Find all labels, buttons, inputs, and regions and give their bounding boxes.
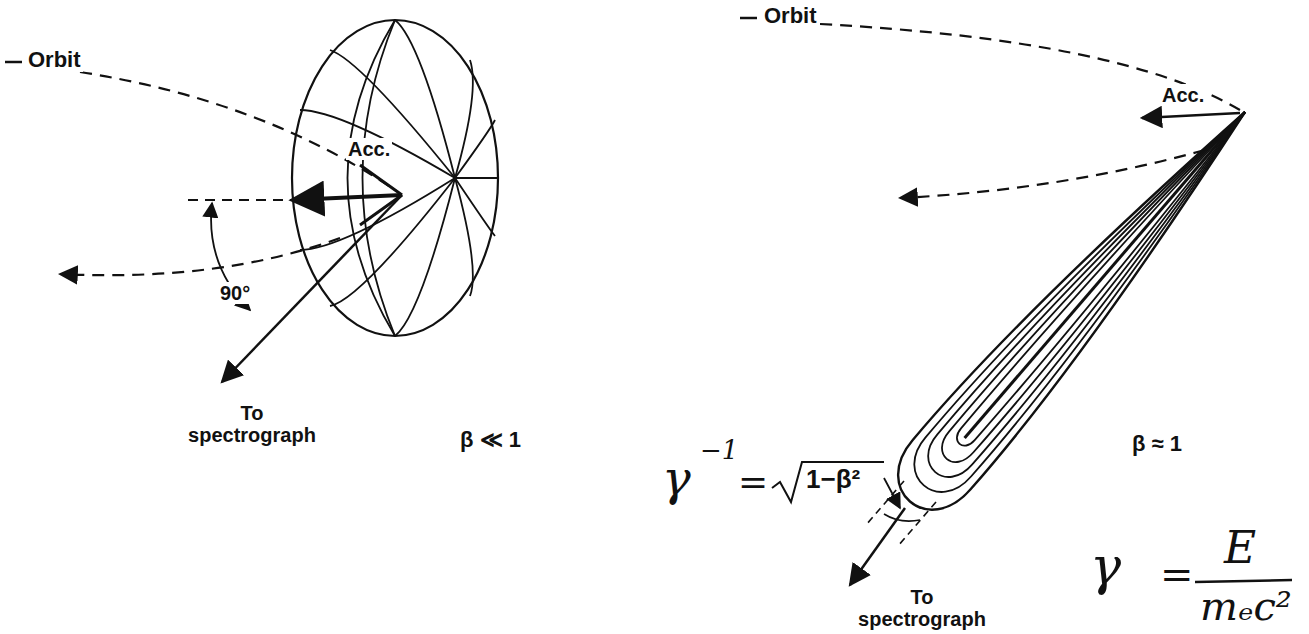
- output-label: To spectrograph: [850, 586, 994, 630]
- gamma-symbol: γ: [1088, 538, 1123, 595]
- acceleration-arrow: [1142, 113, 1240, 118]
- fraction-bar: [1195, 580, 1292, 582]
- radiation-lobe: [881, 87, 1274, 526]
- denominator: mₑc²: [1198, 584, 1294, 628]
- reference-line: [188, 199, 292, 201]
- emission-arrow: [850, 508, 905, 585]
- numerator: E: [1222, 524, 1258, 572]
- equals-sign: =: [1158, 552, 1196, 596]
- output-label: To spectrograph: [180, 402, 324, 446]
- leader-line: [884, 478, 900, 508]
- radicand: 1−β²: [804, 465, 862, 494]
- orbit-line: [80, 72, 392, 188]
- radical-sign: [772, 462, 884, 502]
- velocity-label: β ≈ 1: [1130, 432, 1184, 456]
- angle-label: 90°: [218, 282, 252, 304]
- orbit-dash: [5, 61, 22, 64]
- exponent: −1: [698, 436, 740, 465]
- orbit-dash: [740, 17, 757, 20]
- acceleration-arrow: [292, 195, 402, 200]
- acceleration-label: Acc.: [346, 138, 392, 160]
- acceleration-label: Acc.: [1160, 84, 1206, 106]
- orbit-label: Orbit: [762, 4, 819, 28]
- pattern-lines: [300, 20, 498, 336]
- velocity-label: β ≪ 1: [458, 428, 523, 452]
- orbit-label: Orbit: [26, 48, 83, 72]
- angle-arc: [884, 514, 920, 521]
- orbit-line: [820, 24, 1240, 110]
- orbit-line: [60, 238, 340, 275]
- dipole-pattern: [292, 20, 498, 336]
- equals-sign: =: [736, 462, 770, 502]
- gamma-symbol: γ: [660, 452, 693, 505]
